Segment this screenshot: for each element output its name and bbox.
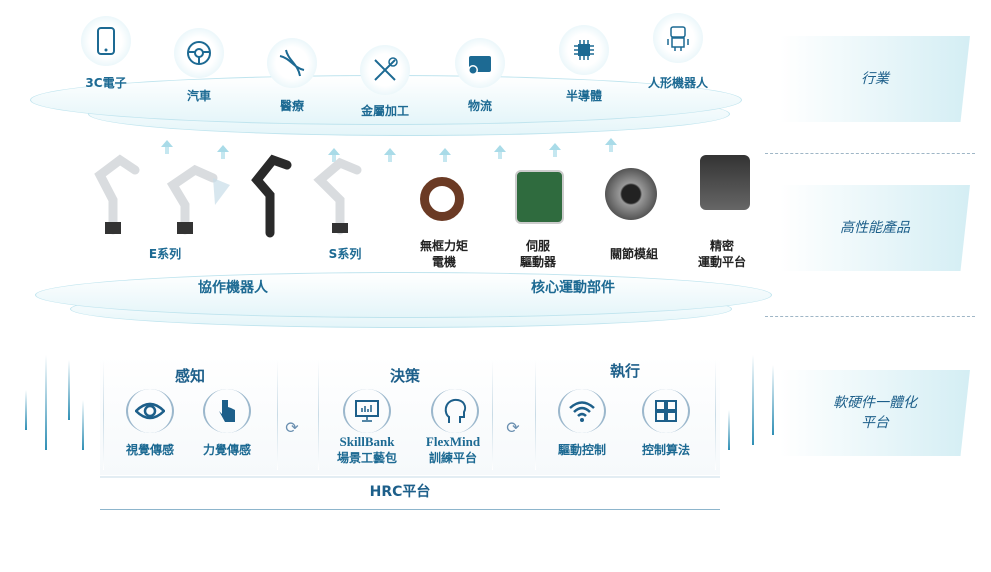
dna-icon <box>267 38 317 88</box>
divider <box>765 316 975 317</box>
brain-head-icon <box>431 389 479 433</box>
category-label: 核心運動部件 <box>531 280 615 296</box>
hrc-base <box>100 476 720 510</box>
item-label: 驅動控制 <box>557 443 607 457</box>
product-ellipse <box>35 272 772 318</box>
product-label: E系列 <box>148 247 182 261</box>
industry-label: 半導體 <box>565 89 603 103</box>
item-label: 控制算法 <box>641 443 691 457</box>
line: 伺服 <box>525 239 551 253</box>
frameless-motor-image <box>420 177 464 221</box>
product-label: 關節模組 <box>609 247 659 261</box>
decor-bar <box>45 355 47 450</box>
product-label: 無框力矩電機 <box>420 238 468 270</box>
line: 運動平台 <box>697 255 747 269</box>
line: 場景工藝包 <box>336 451 398 465</box>
up-arrow-icon <box>549 143 561 157</box>
joint-module-image <box>605 168 657 220</box>
industry-label: 醫療 <box>279 99 305 113</box>
phone-icon <box>81 16 131 66</box>
up-arrow-icon <box>494 145 506 159</box>
section-title-decision: 決策 <box>389 367 421 385</box>
item-label: 力覺傳感 <box>202 443 252 457</box>
hrc-platform-label: HRC平台 <box>369 484 431 500</box>
e-series-robot-image <box>94 154 230 235</box>
tools-icon <box>360 45 410 95</box>
decor-bar <box>25 390 27 430</box>
motion-stage-image <box>700 155 750 210</box>
product-label: 精密運動平台 <box>698 238 746 270</box>
panel-label: 高性能產品 <box>840 220 910 236</box>
divider <box>765 153 975 154</box>
item-label: SkillBank 場景工藝包 <box>337 434 397 466</box>
industry-label: 物流 <box>467 99 493 113</box>
decor-bar <box>772 365 774 435</box>
industry-label: 3C電子 <box>85 76 127 90</box>
industry-label: 人形機器人 <box>647 76 709 90</box>
products-panel: 高性能產品 <box>780 185 970 271</box>
divider <box>492 360 493 470</box>
chip-icon <box>559 25 609 75</box>
decor-bar <box>752 355 754 445</box>
decor-bar <box>728 410 730 450</box>
decor-bar <box>68 360 70 420</box>
line: 驅動器 <box>519 255 557 269</box>
cycle-arrows-icon: ⟳ <box>285 418 299 437</box>
up-arrow-icon <box>384 148 396 162</box>
servo-driver-image <box>515 170 564 224</box>
section-title-perception: 感知 <box>174 367 206 385</box>
up-arrow-icon <box>439 148 451 162</box>
section-title-execution: 執行 <box>609 362 641 380</box>
divider <box>715 360 716 470</box>
panel-label: 軟硬件一體化 <box>833 395 917 411</box>
steering-wheel-icon <box>174 28 224 78</box>
divider <box>277 360 278 470</box>
up-arrow-icon <box>217 145 229 159</box>
divider <box>318 360 319 470</box>
industry-label: 金屬加工 <box>360 104 410 118</box>
up-arrow-icon <box>605 138 617 152</box>
item-label: FlexMind 訓練平台 <box>426 434 480 466</box>
package-icon <box>455 38 505 88</box>
divider <box>103 360 104 470</box>
platform-panel: 軟硬件一體化平台 <box>780 370 970 456</box>
dashboard-icon <box>343 389 391 433</box>
panel-label: 平台 <box>861 415 889 431</box>
item-label: 視覺傳感 <box>125 443 175 457</box>
product-label: 伺服驅動器 <box>520 238 556 270</box>
industry-panel: 行業 <box>780 36 970 122</box>
category-label: 協作機器人 <box>198 280 268 296</box>
grid-icon <box>642 389 690 433</box>
line: 訓練平台 <box>428 451 478 465</box>
decor-bar <box>82 400 84 450</box>
up-arrow-icon <box>328 148 340 162</box>
line: 無框力矩 <box>419 239 469 253</box>
wifi-icon <box>558 389 606 433</box>
line: 精密 <box>709 239 735 253</box>
robot-icon <box>653 13 703 63</box>
divider <box>535 360 536 470</box>
s-series-robot-image <box>251 154 362 238</box>
touch-icon <box>203 389 251 433</box>
line: SkillBank <box>339 434 395 449</box>
eye-icon <box>126 389 174 433</box>
industry-label: 汽車 <box>186 89 212 103</box>
product-label: S系列 <box>328 247 362 261</box>
panel-label: 行業 <box>861 71 889 87</box>
line: 電機 <box>431 255 457 269</box>
up-arrow-icon <box>161 140 173 154</box>
cycle-arrows-icon: ⟳ <box>506 418 520 437</box>
line: FlexMind <box>425 434 481 449</box>
